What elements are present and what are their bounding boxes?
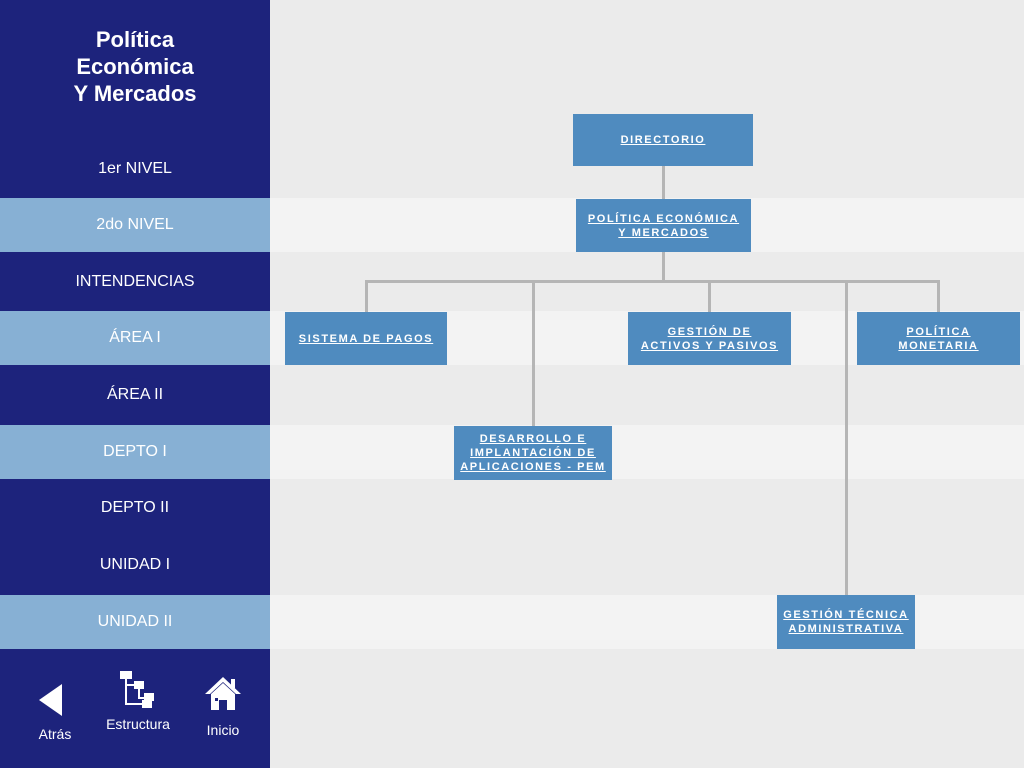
level-depto-i[interactable]: DEPTO I (0, 425, 270, 479)
node-politica-monetaria[interactable]: POLÍTICA MONETARIA (857, 312, 1020, 365)
structure-button[interactable]: Estructura (98, 668, 178, 732)
node-sistema-pagos-label: SISTEMA DE PAGOS (298, 332, 434, 345)
node-desarrollo-label: DESARROLLO E IMPLANTACIÓN DE APLICACIONE… (460, 433, 606, 473)
node-politica-monetaria-label: POLÍTICA MONETARIA (898, 325, 979, 352)
home-button[interactable]: Inicio (183, 668, 263, 738)
node-gestion-tecnica-label: GESTIÓN TÉCNICA ADMINISTRATIVA (783, 609, 909, 635)
org-structure-icon (120, 671, 154, 708)
level-unidad-i[interactable]: UNIDAD I (99, 556, 171, 573)
level-1er-nivel[interactable]: 1er NIVEL (98, 160, 172, 177)
connector-desarrollo (532, 280, 535, 426)
node-politica-economica[interactable]: POLÍTICA ECONÓMICA Y MERCADOS (576, 199, 751, 252)
level-depto-ii[interactable]: DEPTO II (100, 499, 170, 516)
connector-gestion-tecnica (845, 280, 848, 595)
node-gestion-activos-label: GESTIÓN DE ACTIVOS Y PASIVOS (640, 325, 779, 352)
node-gestion-activos[interactable]: GESTIÓN DE ACTIVOS Y PASIVOS (628, 312, 791, 365)
node-directorio[interactable]: DIRECTORIO (573, 114, 753, 166)
node-desarrollo[interactable]: DESARROLLO E IMPLANTACIÓN DE APLICACIONE… (454, 426, 612, 480)
node-directorio-label: DIRECTORIO (620, 134, 706, 146)
connector-politica-monetaria (937, 280, 940, 312)
connector-directorio-politica (662, 166, 665, 199)
structure-label: Estructura (106, 716, 170, 732)
level-area-i[interactable]: ÁREA I (0, 311, 270, 365)
connector-sistema-pagos (365, 280, 368, 312)
home-icon (205, 677, 241, 710)
sidebar: Política Económica Y Mercados 1er NIVEL … (0, 0, 270, 768)
level-unidad-ii[interactable]: UNIDAD II (0, 595, 270, 649)
page-title: Política Económica Y Mercados (0, 26, 270, 107)
title-line-1: Política (95, 27, 175, 52)
back-arrow-icon (39, 684, 62, 716)
back-button[interactable]: Atrás (15, 668, 95, 742)
connector-gestion-activos (708, 280, 711, 312)
level-2do-nivel[interactable]: 2do NIVEL (0, 198, 270, 252)
level-area-ii[interactable]: ÁREA II (106, 386, 164, 403)
row-band-depto-i (270, 425, 1024, 479)
connector-politica-down (662, 252, 665, 282)
title-line-3: Y Mercados (73, 81, 197, 106)
home-label: Inicio (206, 722, 240, 738)
back-label: Atrás (38, 726, 72, 742)
node-sistema-pagos[interactable]: SISTEMA DE PAGOS (285, 312, 447, 365)
level-intendencias[interactable]: INTENDENCIAS (75, 273, 195, 290)
node-politica-economica-label: POLÍTICA ECONÓMICA Y MERCADOS (587, 212, 740, 239)
node-gestion-tecnica[interactable]: GESTIÓN TÉCNICA ADMINISTRATIVA (777, 595, 915, 649)
connector-horizontal-bus (366, 280, 940, 283)
title-line-2: Económica (76, 54, 194, 79)
